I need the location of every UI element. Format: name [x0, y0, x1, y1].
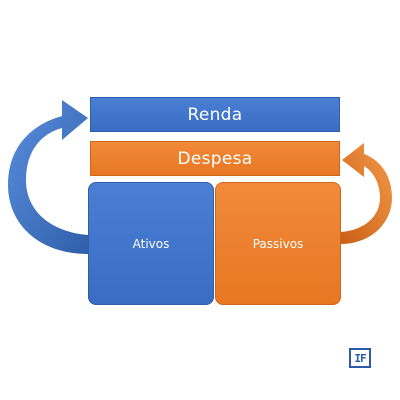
liabilities-label: Passivos — [252, 236, 304, 251]
income-bar: Renda — [90, 97, 340, 132]
income-label: Renda — [187, 104, 243, 125]
expense-label: Despesa — [177, 148, 253, 169]
logo-text: IF — [354, 351, 366, 365]
brand-logo-icon: IF — [349, 348, 371, 368]
liabilities-box: Passivos — [215, 182, 341, 305]
expense-bar: Despesa — [90, 141, 340, 176]
liabilities-to-expense-arrow — [341, 143, 392, 244]
assets-label: Ativos — [132, 236, 170, 251]
assets-to-income-arrow — [8, 100, 88, 254]
assets-box: Ativos — [88, 182, 214, 305]
